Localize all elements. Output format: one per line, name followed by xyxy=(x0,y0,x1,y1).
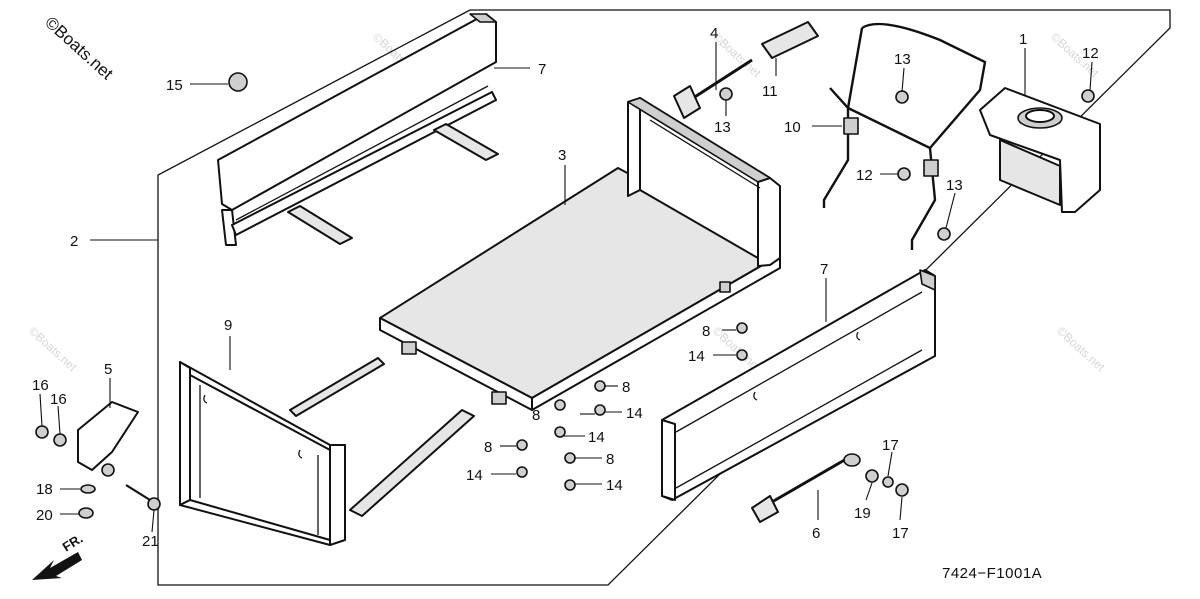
drawing-code: 7424−F1001A xyxy=(942,565,1042,582)
callout-17b: 17 xyxy=(892,525,909,542)
callout-9: 9 xyxy=(224,317,232,334)
callout-2: 2 xyxy=(70,233,78,250)
leader-lines xyxy=(39,42,1093,533)
side-panel-lower xyxy=(661,269,936,501)
callout-16a: 16 xyxy=(32,377,49,394)
callout-3: 3 xyxy=(558,147,566,164)
cover-plate xyxy=(979,87,1101,213)
hardware xyxy=(35,72,1095,519)
callout-15: 15 xyxy=(166,77,183,94)
callout-8e: 8 xyxy=(606,451,614,468)
callout-12b: 12 xyxy=(856,167,873,184)
assembly-frame xyxy=(157,9,1171,586)
callout-13c: 13 xyxy=(946,177,963,194)
callout-8b: 8 xyxy=(622,379,630,396)
callout-5: 5 xyxy=(104,361,112,378)
side-frame-left xyxy=(179,357,475,546)
side-panel-upper xyxy=(217,13,499,246)
watermark: ©Boats.net xyxy=(26,324,80,375)
handle-grip xyxy=(761,21,819,59)
callout-7a: 7 xyxy=(538,61,546,78)
tray-bed xyxy=(379,97,781,411)
front-arrow-icon: FR. xyxy=(32,531,85,580)
copyright-text: ©Boats.net xyxy=(41,13,117,84)
callout-1: 1 xyxy=(1019,31,1027,48)
callout-19: 19 xyxy=(854,505,871,522)
bracket xyxy=(77,401,139,477)
callout-13a: 13 xyxy=(714,119,731,136)
callout-8a: 8 xyxy=(702,323,710,340)
callout-13b: 13 xyxy=(894,51,911,68)
callout-4: 4 xyxy=(710,25,718,42)
front-arrow-label: FR. xyxy=(60,531,86,555)
callout-6: 6 xyxy=(812,525,820,542)
callout-21: 21 xyxy=(142,533,159,550)
callouts: 1 2 3 4 5 6 7 7 8 8 8 8 8 9 10 11 12 12 … xyxy=(32,25,1099,550)
callout-8d: 8 xyxy=(484,439,492,456)
callout-14b: 14 xyxy=(626,405,643,422)
callout-14e: 14 xyxy=(606,477,623,494)
handle-rod xyxy=(673,58,753,119)
callout-16b: 16 xyxy=(50,391,67,408)
callout-8c: 8 xyxy=(532,407,540,424)
watermark: ©Boats.net xyxy=(1054,324,1108,375)
callout-11: 11 xyxy=(762,83,778,100)
callout-14a: 14 xyxy=(688,348,705,365)
callout-20: 20 xyxy=(36,507,53,524)
callout-10: 10 xyxy=(784,119,801,136)
callout-17a: 17 xyxy=(882,437,899,454)
callout-14d: 14 xyxy=(466,467,483,484)
callout-7b: 7 xyxy=(820,261,828,278)
stay-bar xyxy=(751,453,861,523)
callout-18: 18 xyxy=(36,481,53,498)
handle-frame xyxy=(822,22,987,250)
callout-14c: 14 xyxy=(588,429,605,446)
callout-12a: 12 xyxy=(1082,45,1099,62)
